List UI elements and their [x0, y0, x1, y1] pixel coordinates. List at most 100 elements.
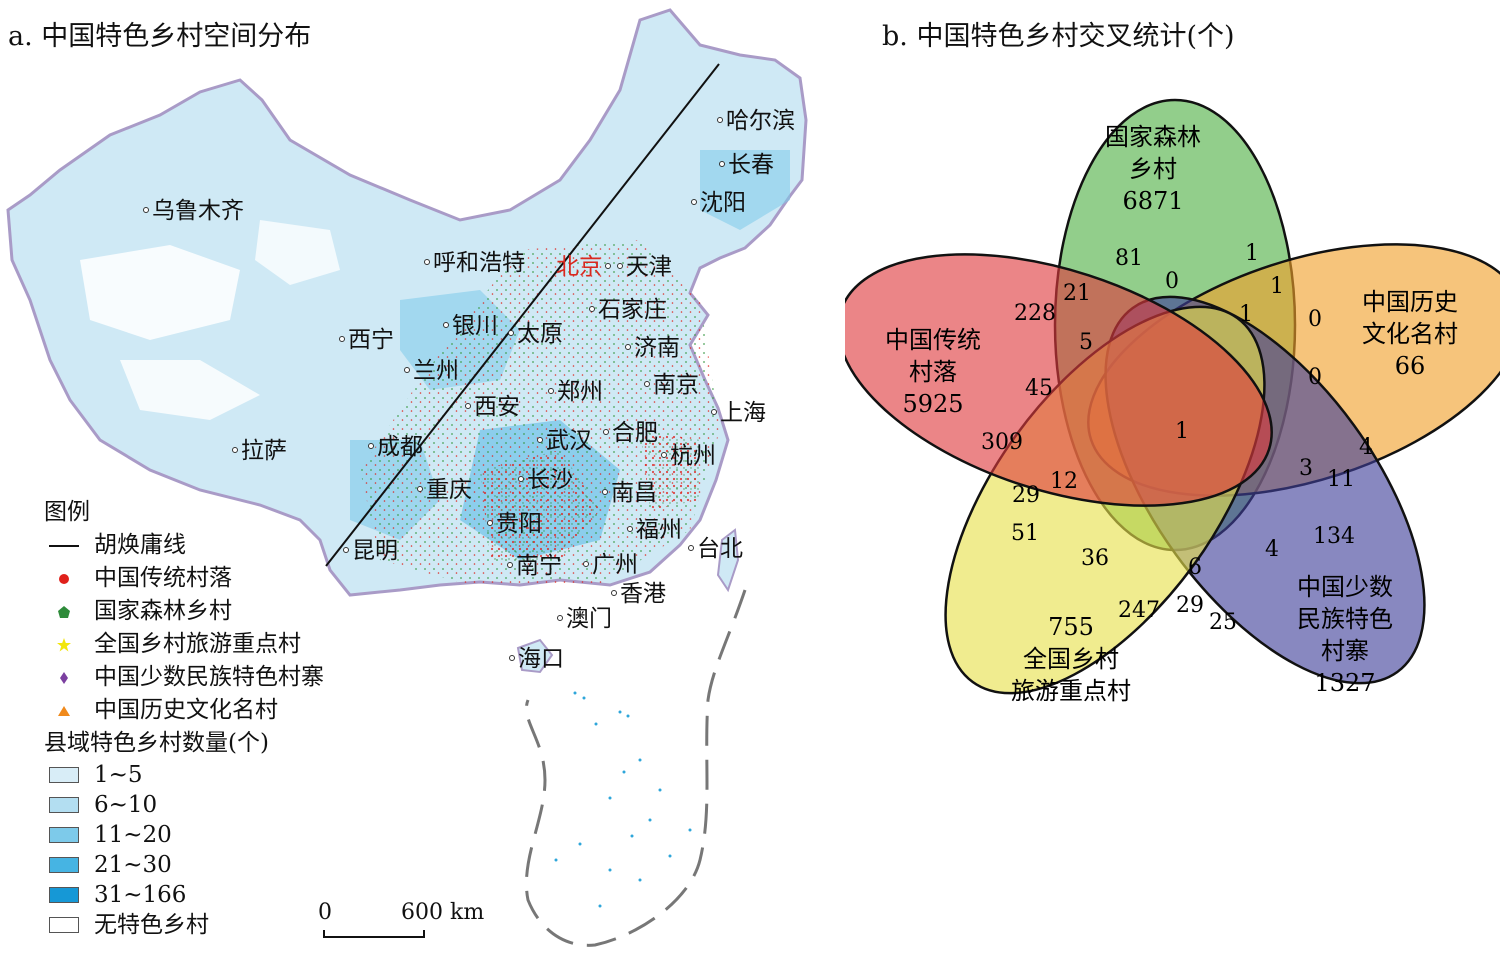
legend-historic-village: 中国历史文化名村: [44, 694, 324, 727]
city-name: 香港: [620, 581, 666, 607]
city-name: 长沙: [527, 467, 573, 493]
legend-class-label: 11~20: [94, 822, 172, 848]
venn-intersection-value: 0: [1165, 269, 1179, 294]
city-label: 贵阳: [487, 511, 542, 537]
venn-intersection-value: 11: [1327, 467, 1355, 492]
legend-class-row: 31~166: [44, 880, 324, 910]
city-label: 银川: [443, 313, 498, 339]
legend-swatch: [49, 767, 79, 783]
venn-petals: [845, 98, 1500, 695]
city-label: 乌鲁木齐: [143, 198, 244, 224]
legend-forest-village: 国家森林乡村: [44, 595, 324, 628]
venn-intersection-value: 6: [1188, 555, 1202, 580]
city-name: 郑州: [557, 379, 603, 405]
city-name: 广州: [592, 552, 638, 578]
city-label: 呼和浩特: [424, 250, 525, 276]
city-layer: 哈尔滨长春沈阳乌鲁木齐呼和浩特北京天津石家庄银川太原西宁济南兰州南京郑州西安上海…: [143, 108, 795, 672]
city-label: 北京: [556, 254, 611, 280]
city-marker: [611, 590, 617, 596]
venn-intersection-value: 36: [1081, 546, 1109, 571]
venn-set-petal: [845, 253, 1273, 507]
legend-class-label: 1~5: [94, 762, 143, 788]
city-label: 上海: [711, 400, 766, 426]
city-marker: [644, 381, 650, 387]
venn-intersection-value: 247: [1118, 598, 1160, 623]
circle-icon: [44, 572, 84, 586]
legend-class-row: 1~5: [44, 760, 324, 790]
city-name: 武汉: [546, 428, 592, 454]
venn-intersection-value: 4: [1359, 435, 1373, 460]
city-name: 长春: [728, 152, 774, 178]
venn-intersection-value: 0: [1308, 365, 1322, 390]
hainan-outline: [516, 638, 554, 674]
no-village-area: [80, 245, 240, 340]
city-marker: [583, 561, 589, 567]
legend-county-title: 县域特色乡村数量(个): [44, 730, 269, 756]
city-marker: [537, 437, 543, 443]
city-label: 长春: [719, 152, 774, 178]
venn-intersection-value: 4: [1265, 537, 1279, 562]
legend-swatch: [49, 827, 79, 843]
venn-intersection-value: 12: [1050, 469, 1078, 494]
city-label: 拉萨: [232, 438, 287, 464]
city-marker: [368, 443, 374, 449]
legend-class-label: 6~10: [94, 792, 158, 818]
city-label: 香港: [611, 581, 666, 607]
diamond-icon: [44, 671, 84, 685]
legend-swatch: [49, 917, 79, 933]
legend-tourism-village: 全国乡村旅游重点村: [44, 628, 324, 661]
city-name: 澳门: [566, 606, 612, 632]
legend-ethnic-village: 中国少数民族特色村寨: [44, 661, 324, 694]
city-label: 南宁: [507, 553, 562, 579]
city-marker: [688, 545, 694, 551]
city-name: 银川: [452, 313, 498, 339]
taiwan-outline: [716, 528, 740, 593]
city-name: 拉萨: [241, 438, 287, 464]
city-label: 西宁: [339, 327, 394, 353]
city-marker: [661, 452, 667, 458]
city-label: 成都: [368, 434, 423, 460]
city-marker: [711, 409, 717, 415]
legend-class-row: 21~30: [44, 850, 324, 880]
china-map: 哈尔滨长春沈阳乌鲁木齐呼和浩特北京天津石家庄银川太原西宁济南兰州南京郑州西安上海…: [6, 8, 808, 947]
city-name: 福州: [636, 517, 682, 543]
venn-intersection-value: 1: [1245, 241, 1259, 266]
city-marker: [509, 655, 515, 661]
city-marker: [603, 429, 609, 435]
city-label: 武汉: [537, 428, 592, 454]
city-name: 昆明: [352, 538, 398, 564]
city-marker: [487, 520, 493, 526]
venn-intersection-value: 228: [1014, 301, 1056, 326]
city-name: 西宁: [348, 327, 394, 353]
city-name: 贵阳: [496, 511, 542, 537]
city-label: 重庆: [417, 477, 472, 503]
no-village-area: [120, 360, 260, 420]
city-marker: [717, 117, 723, 123]
city-label: 台北: [688, 536, 743, 562]
legend-swatch: [49, 887, 79, 903]
legend-swatch: [49, 797, 79, 813]
city-label: 长沙: [518, 467, 573, 493]
city-name: 西安: [474, 394, 520, 420]
venn-intersection-value: 1: [1175, 419, 1189, 444]
city-name: 哈尔滨: [726, 108, 795, 134]
village-dots: [360, 240, 720, 585]
city-label: 太原: [508, 321, 563, 347]
city-name: 重庆: [426, 477, 472, 503]
legend-class-label: 31~166: [94, 882, 187, 908]
village-dots-dense: [640, 430, 700, 510]
venn-intersection-value: 3: [1299, 456, 1313, 481]
legend-swatch: [49, 857, 79, 873]
legend-class-label: 21~30: [94, 852, 172, 878]
city-label: 海口: [509, 646, 564, 672]
venn-intersection-value: 29: [1176, 593, 1204, 618]
pentagon-icon: [44, 605, 84, 619]
city-name: 乌鲁木齐: [152, 198, 244, 224]
legend-class-row: 6~10: [44, 790, 324, 820]
legend-hu-line: 胡焕庸线: [49, 532, 186, 558]
